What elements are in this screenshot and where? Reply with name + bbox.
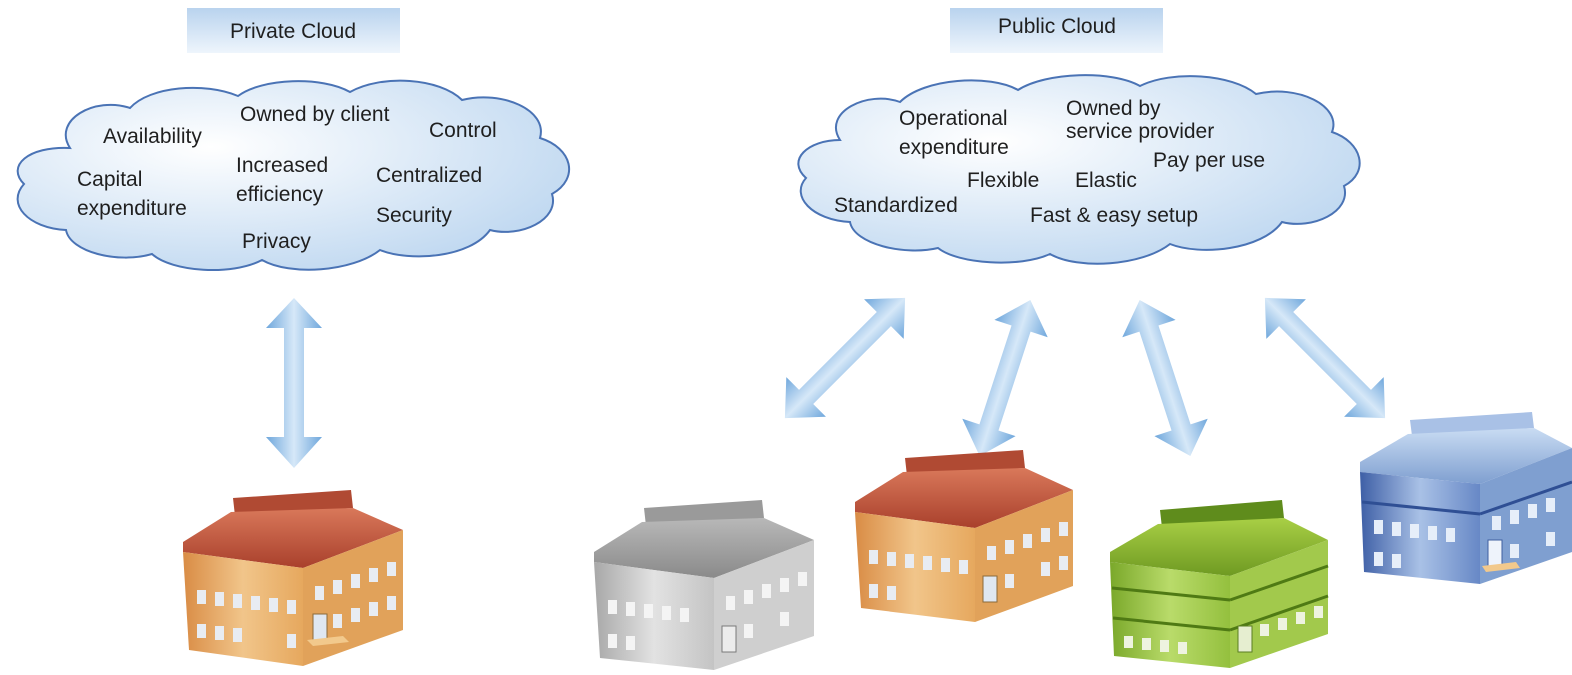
attr-control: Control <box>429 119 497 142</box>
attr-standardized: Standardized <box>834 194 958 217</box>
attr-increased-line1: Increased <box>236 154 328 177</box>
private-building <box>183 490 403 666</box>
attr-security: Security <box>376 204 452 227</box>
attr-increased-line2: efficiency <box>236 183 324 206</box>
public-building-blue <box>1360 412 1572 584</box>
attr-owned-by-line2: service provider <box>1066 120 1214 143</box>
private-double-arrow <box>266 298 322 468</box>
attr-capital-line2: expenditure <box>77 197 187 220</box>
attr-privacy: Privacy <box>242 230 311 253</box>
attr-owned-by-line1: Owned by <box>1066 97 1161 120</box>
public-double-arrow-1 <box>784 297 906 419</box>
attr-capital-line1: Capital <box>77 168 142 191</box>
private-cloud-title-box <box>187 8 400 53</box>
private-cloud-title: Private Cloud <box>230 20 356 43</box>
private-cloud-shape <box>16 79 571 272</box>
public-cloud-shape <box>797 74 1361 265</box>
attr-operational-line1: Operational <box>899 107 1008 130</box>
attr-operational-line2: expenditure <box>899 136 1009 159</box>
public-building-gray <box>594 500 814 670</box>
public-cloud-title: Public Cloud <box>998 15 1116 38</box>
public-double-arrow-2 <box>962 300 1048 456</box>
public-building-green <box>1110 500 1329 668</box>
attr-pay-per-use: Pay per use <box>1153 149 1265 172</box>
attr-elastic: Elastic <box>1075 169 1137 192</box>
attr-owned-by-client: Owned by client <box>240 103 390 126</box>
attr-fast-easy-setup: Fast & easy setup <box>1030 204 1198 227</box>
attr-flexible: Flexible <box>967 169 1039 192</box>
public-double-arrow-3 <box>1122 300 1208 456</box>
public-building-orange <box>855 450 1073 622</box>
attr-availability: Availability <box>103 125 202 148</box>
public-double-arrow-4 <box>1264 297 1386 419</box>
attr-centralized: Centralized <box>376 164 482 187</box>
public-cloud-title-box <box>950 8 1163 53</box>
